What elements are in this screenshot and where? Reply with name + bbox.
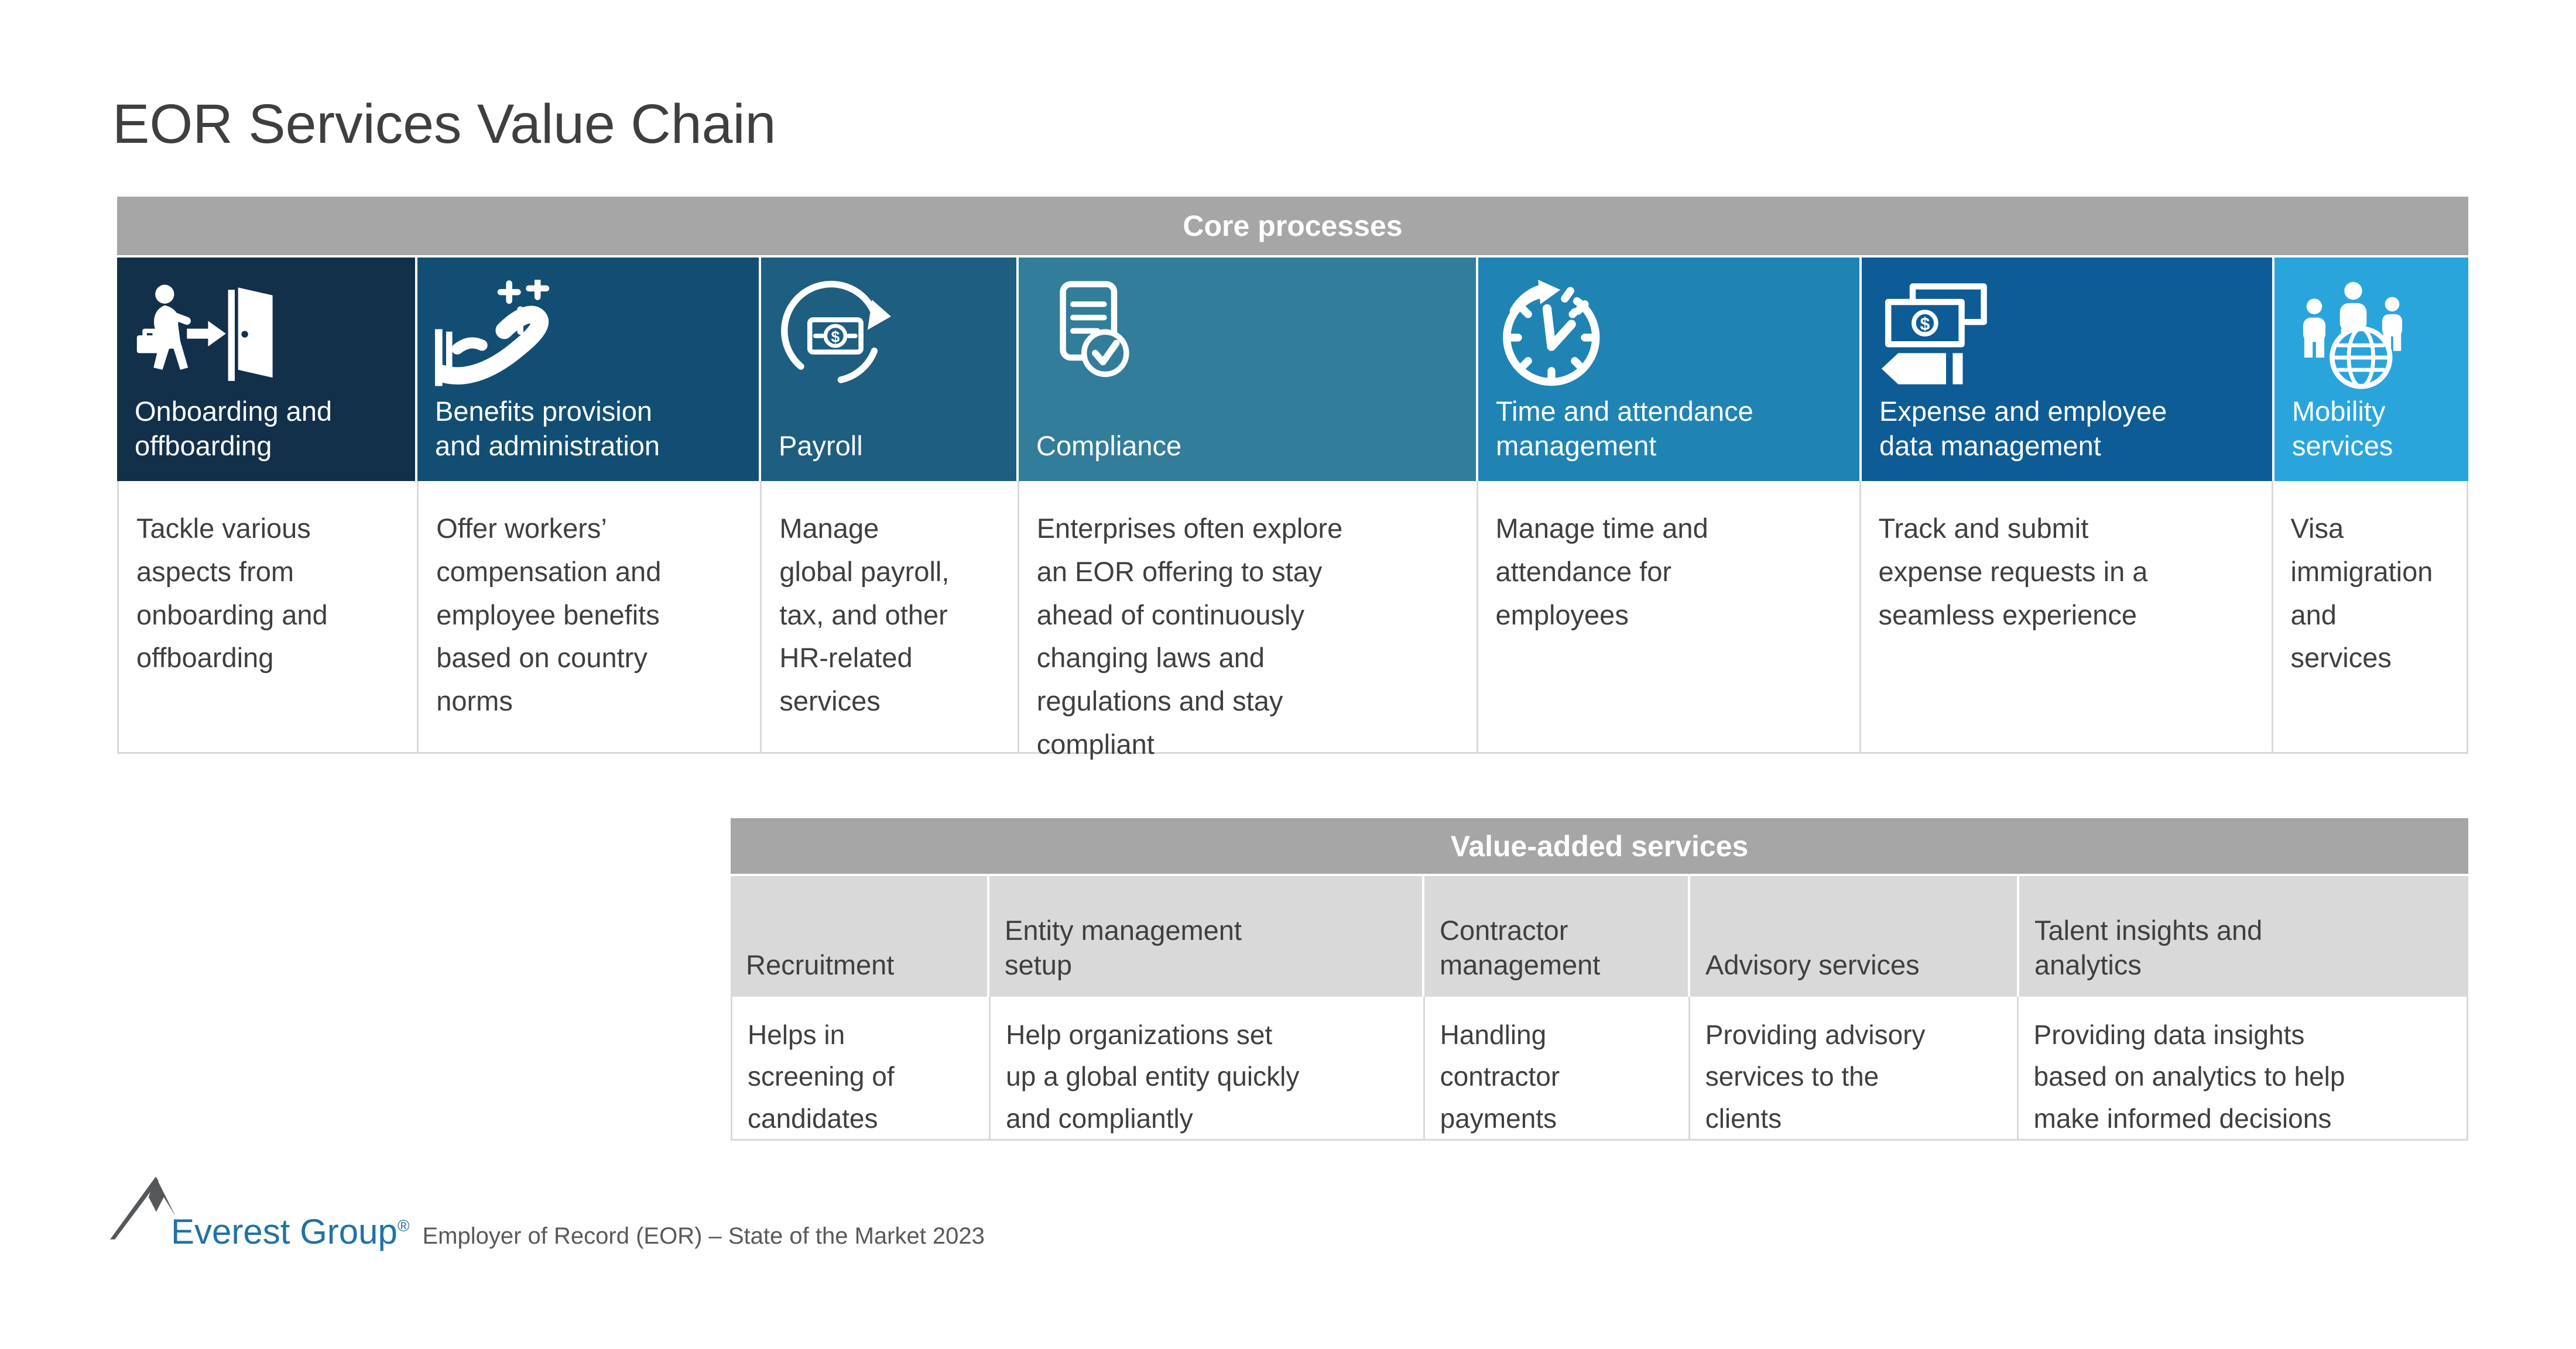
value-added-descriptions: Helps in screening of candidates Help or… [731, 997, 2468, 1141]
core-description: Enterprises often explore an EOR offerin… [1019, 481, 1478, 760]
va-description: Providing data insights based on analyti… [2033, 1020, 2345, 1134]
hand-benefits-icon [435, 280, 744, 394]
core-processes-table: Core processes [117, 197, 2468, 760]
payroll-cycle-icon: $ [779, 280, 1001, 394]
clock-icon [1496, 280, 1844, 394]
va-column-label: Recruitment [731, 876, 990, 997]
everest-group-logo-text: Everest Group® [171, 1212, 410, 1251]
va-description: Helps in screening of candidates [732, 997, 991, 1139]
registered-mark: ® [397, 1217, 410, 1235]
value-added-header: Value-added services [731, 818, 2468, 874]
svg-text:$: $ [831, 328, 840, 345]
va-description: Handling contractor payments [1425, 997, 1690, 1139]
source-citation: Employer of Record (EOR) – State of the … [422, 1223, 985, 1249]
value-added-columns: Recruitment Entity management setup Cont… [731, 876, 2468, 997]
core-column-label: Onboarding and offboarding [135, 395, 333, 462]
document-check-icon [1036, 280, 1461, 394]
va-description: Help organizations set up a global entit… [991, 997, 1425, 1139]
core-column-label: Mobility services [2292, 395, 2393, 462]
footer: Everest Group® Employer of Record (EOR) … [110, 1170, 985, 1252]
core-column-expense-data: $ Expense and employee data management [1862, 258, 2274, 481]
svg-text:$: $ [1920, 314, 1930, 334]
core-column-onboarding: Onboarding and offboarding [117, 258, 417, 481]
core-column-mobility: Mobility services [2274, 258, 2468, 481]
va-column-label: Contractor management [1424, 876, 1690, 997]
va-column-label: Talent insights and analytics [2034, 914, 2263, 981]
person-exit-door-icon [135, 280, 400, 394]
va-description: Providing advisory services to the clien… [1690, 997, 2019, 1139]
everest-group-mountain-icon [110, 1170, 186, 1244]
core-column-label: Benefits provision and administration [435, 395, 660, 462]
core-description: Tackle various aspects from onboarding a… [119, 481, 419, 752]
core-column-label: Payroll [779, 430, 863, 462]
core-description: Manage global payroll, tax, and other HR… [762, 481, 1019, 752]
core-processes-header: Core processes [117, 197, 2468, 255]
core-description: Track and submit expense requests in a s… [1861, 481, 2273, 752]
core-column-benefits: Benefits provision and administration [417, 258, 762, 481]
core-process-descriptions: Tackle various aspects from onboarding a… [117, 481, 2468, 760]
value-added-services-table: Value-added services Recruitment Entity … [731, 818, 2468, 1141]
core-column-label: Time and attendance management [1496, 395, 1753, 462]
core-column-label: Compliance [1036, 430, 1182, 462]
core-column-payroll: $ Payroll [761, 258, 1019, 481]
page-title: EOR Services Value Chain [112, 93, 776, 155]
va-column-label: Advisory services [1690, 876, 2019, 997]
core-column-label: Expense and employee data management [1879, 395, 2167, 462]
core-column-compliance: Compliance [1019, 258, 1478, 481]
core-column-time-attendance: Time and attendance management [1478, 258, 1862, 481]
core-description: Manage time and attendance for employees [1478, 481, 1861, 752]
core-description: Visa immigration and services [2290, 513, 2433, 674]
people-globe-icon [2292, 280, 2453, 394]
core-description: Offer workers’ compensation and employee… [419, 481, 762, 752]
va-column-label: Entity management setup [989, 876, 1425, 997]
core-process-columns: Onboarding and offboarding Benefits prov… [117, 258, 2468, 481]
banknotes-icon: $ [1879, 280, 2257, 394]
